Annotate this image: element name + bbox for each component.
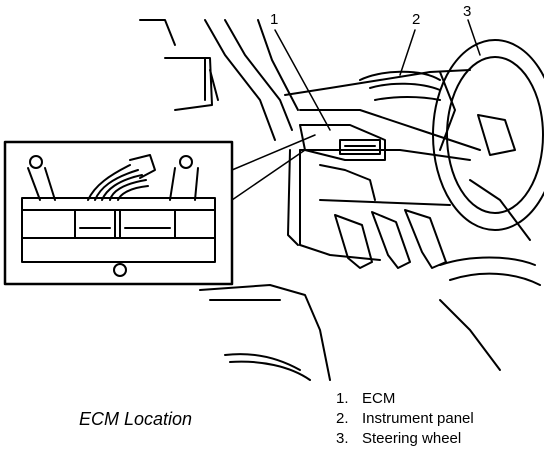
callout-instrument-panel: 2 — [412, 11, 421, 28]
legend-label: Steering wheel — [362, 430, 462, 447]
legend-number: 1. — [336, 390, 349, 407]
pedals — [319, 199, 451, 269]
legend-number: 2. — [336, 410, 349, 427]
a-pillar — [139, 19, 299, 141]
legend-label: ECM — [362, 390, 396, 407]
callout-steering-wheel: 3 — [463, 3, 472, 20]
legend-item: 3. Steering wheel — [336, 429, 474, 449]
instrument-panel — [284, 69, 481, 161]
legend-number: 3. — [336, 430, 349, 447]
callout-leaders — [274, 19, 481, 131]
zoom-connector — [231, 134, 316, 201]
steering-wheel — [432, 39, 544, 231]
callout-ecm: 1 — [270, 11, 279, 28]
legend: 1. ECM 2. Instrument panel 3. Steering whee… — [336, 389, 474, 449]
floor-lines — [199, 179, 541, 381]
diagram-caption: ECM Location — [79, 409, 193, 429]
kick-panel — [287, 149, 381, 261]
legend-item: 1. ECM — [336, 389, 474, 409]
door-panel — [164, 57, 219, 111]
legend-item: 2. Instrument panel — [336, 409, 474, 429]
legend-label: Instrument panel — [362, 410, 474, 427]
ecm-detail-inset — [3, 140, 234, 286]
ecm-in-vehicle — [299, 124, 386, 161]
